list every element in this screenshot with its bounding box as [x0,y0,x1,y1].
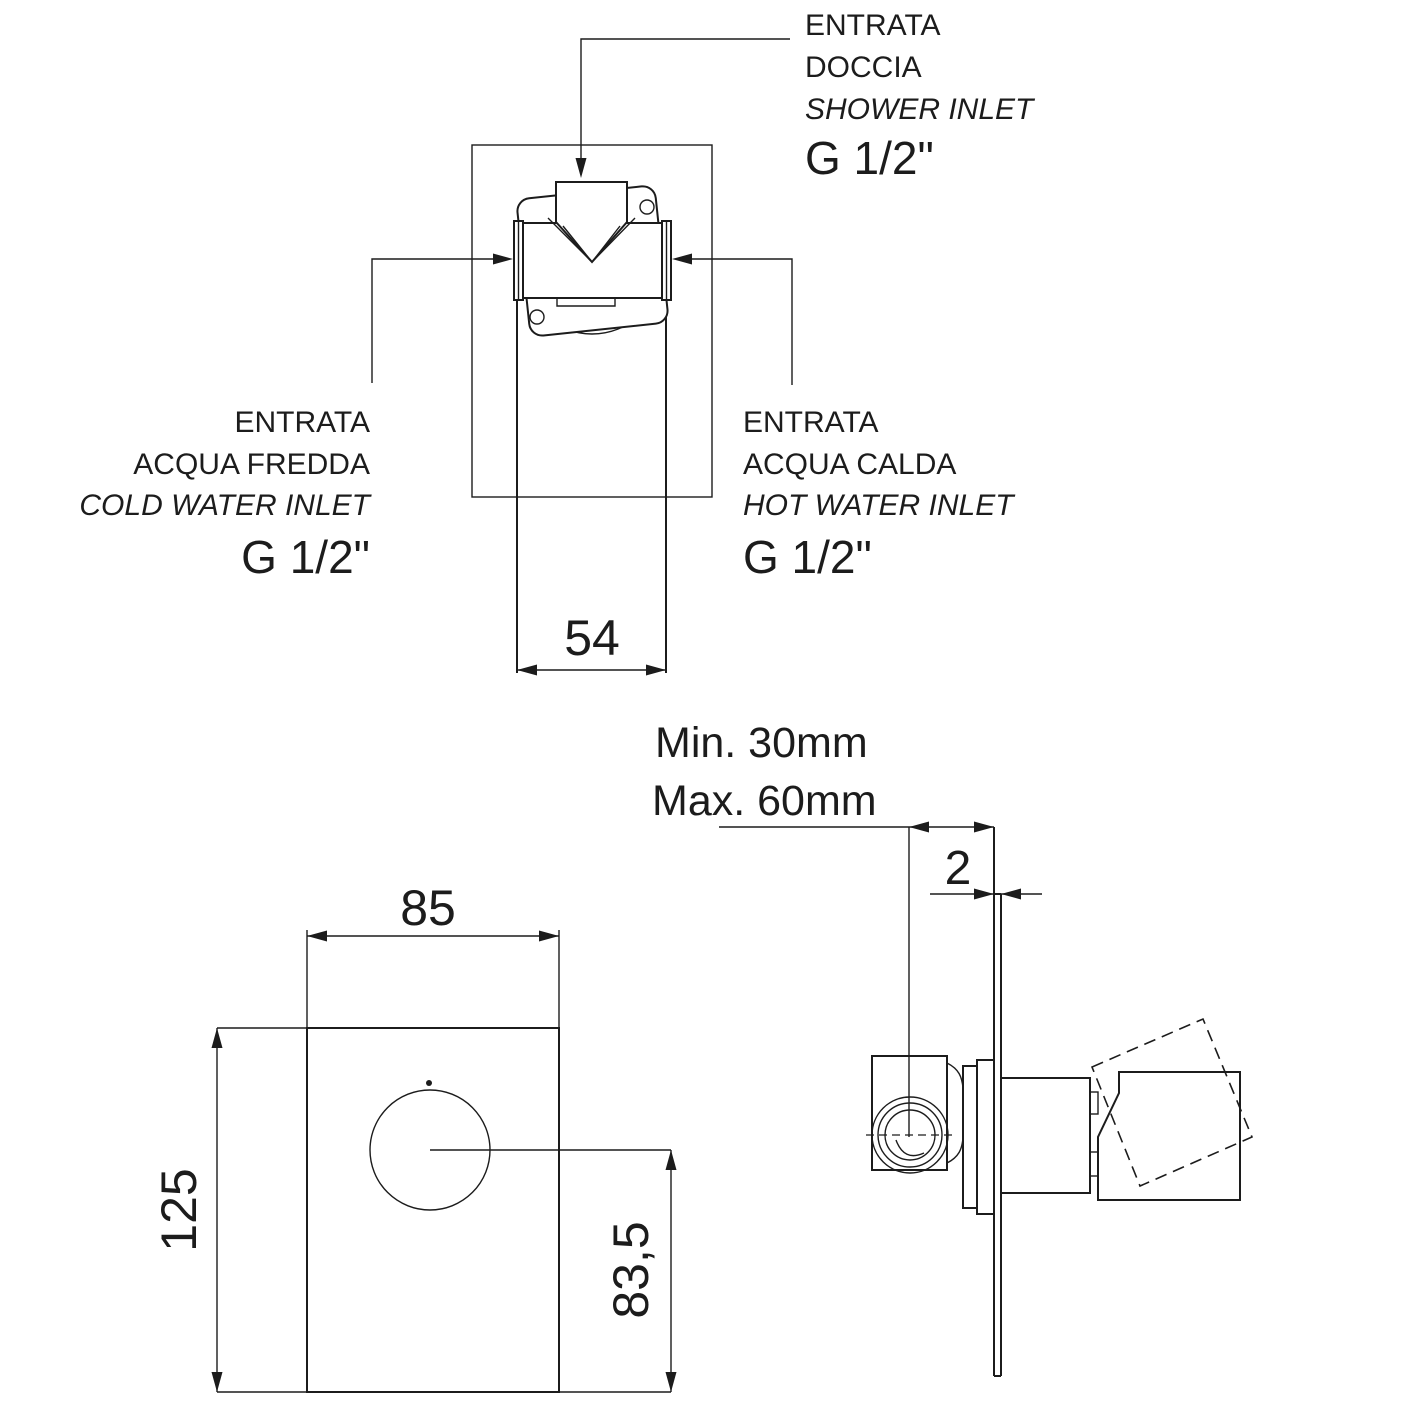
ring-inner [962,1065,978,1209]
hot-leader-line [690,258,793,385]
ring-outer [976,1059,995,1215]
dim-54-text: 54 [564,610,620,666]
lever-handle-solid [1097,1071,1241,1201]
svg-text:ENTRATA: ENTRATA [743,406,879,439]
svg-text:G 1/2": G 1/2" [805,132,934,184]
shower-inlet-fitting [555,181,628,264]
dim-plate-height: 125 [151,1027,671,1393]
recess-max-text: Max. 60mm [652,777,877,825]
svg-text:DOCCIA: DOCCIA [805,51,922,84]
diverter-detail [895,1139,925,1157]
svg-text:G 1/2": G 1/2" [241,531,370,583]
label-hot-water-inlet: ENTRATA ACQUA CALDA HOT WATER INLET G 1/… [743,406,1016,583]
valve-body-side [871,1055,948,1171]
knob-index-dot [426,1080,432,1086]
svg-text:ENTRATA: ENTRATA [805,9,941,42]
top-view: 54 ENTRATA DOCCIA SHOWER INLET G 1/2" EN… [79,9,1036,676]
svg-text:COLD WATER INLET: COLD WATER INLET [79,489,372,522]
dim-recess-depth [719,821,994,1137]
dim-body-width: 54 [517,610,666,676]
down-arrow-icon [575,158,587,178]
front-view: 85 125 83,5 [151,880,677,1393]
dim-plate-width: 85 [306,880,560,1028]
recess-min-text: Min. 30mm [655,719,868,767]
dim-125-text: 125 [151,1168,207,1251]
hub-bottom [1089,1151,1099,1177]
left-arrow-icon [672,253,692,265]
right-arrow-icon [493,253,513,265]
wall-box-outline [471,144,713,498]
svg-text:HOT WATER INLET: HOT WATER INLET [743,489,1016,522]
dim-83-5-text: 83,5 [603,1221,659,1318]
svg-text:ACQUA FREDDA: ACQUA FREDDA [133,448,370,481]
svg-text:ACQUA CALDA: ACQUA CALDA [743,448,956,481]
cold-leader-line [371,258,495,383]
side-view: Min. 30mm Max. 60mm 2 [652,719,1254,1377]
dim-plate-thickness: 2 [930,842,1042,900]
screw-hole-bottom-left [529,309,545,325]
svg-text:ENTRATA: ENTRATA [234,406,370,439]
svg-text:G 1/2": G 1/2" [743,531,872,583]
dim-handle-center: 83,5 [603,1150,677,1392]
shower-leader-line [580,38,790,172]
label-shower-inlet: ENTRATA DOCCIA SHOWER INLET G 1/2" [805,9,1036,184]
hub-top [1089,1091,1099,1115]
svg-text:SHOWER INLET: SHOWER INLET [805,93,1036,126]
dim-85-text: 85 [400,880,456,936]
lever-handle-raised-dashed [1090,1017,1254,1188]
inlet-boss-mid [877,1102,943,1168]
screw-hole-top-right [639,199,655,215]
handle-sleeve [1000,1077,1091,1194]
dim-2-text: 2 [945,842,972,895]
label-cold-water-inlet: ENTRATA ACQUA FREDDA COLD WATER INLET G … [79,406,372,583]
lower-tab [556,298,616,307]
